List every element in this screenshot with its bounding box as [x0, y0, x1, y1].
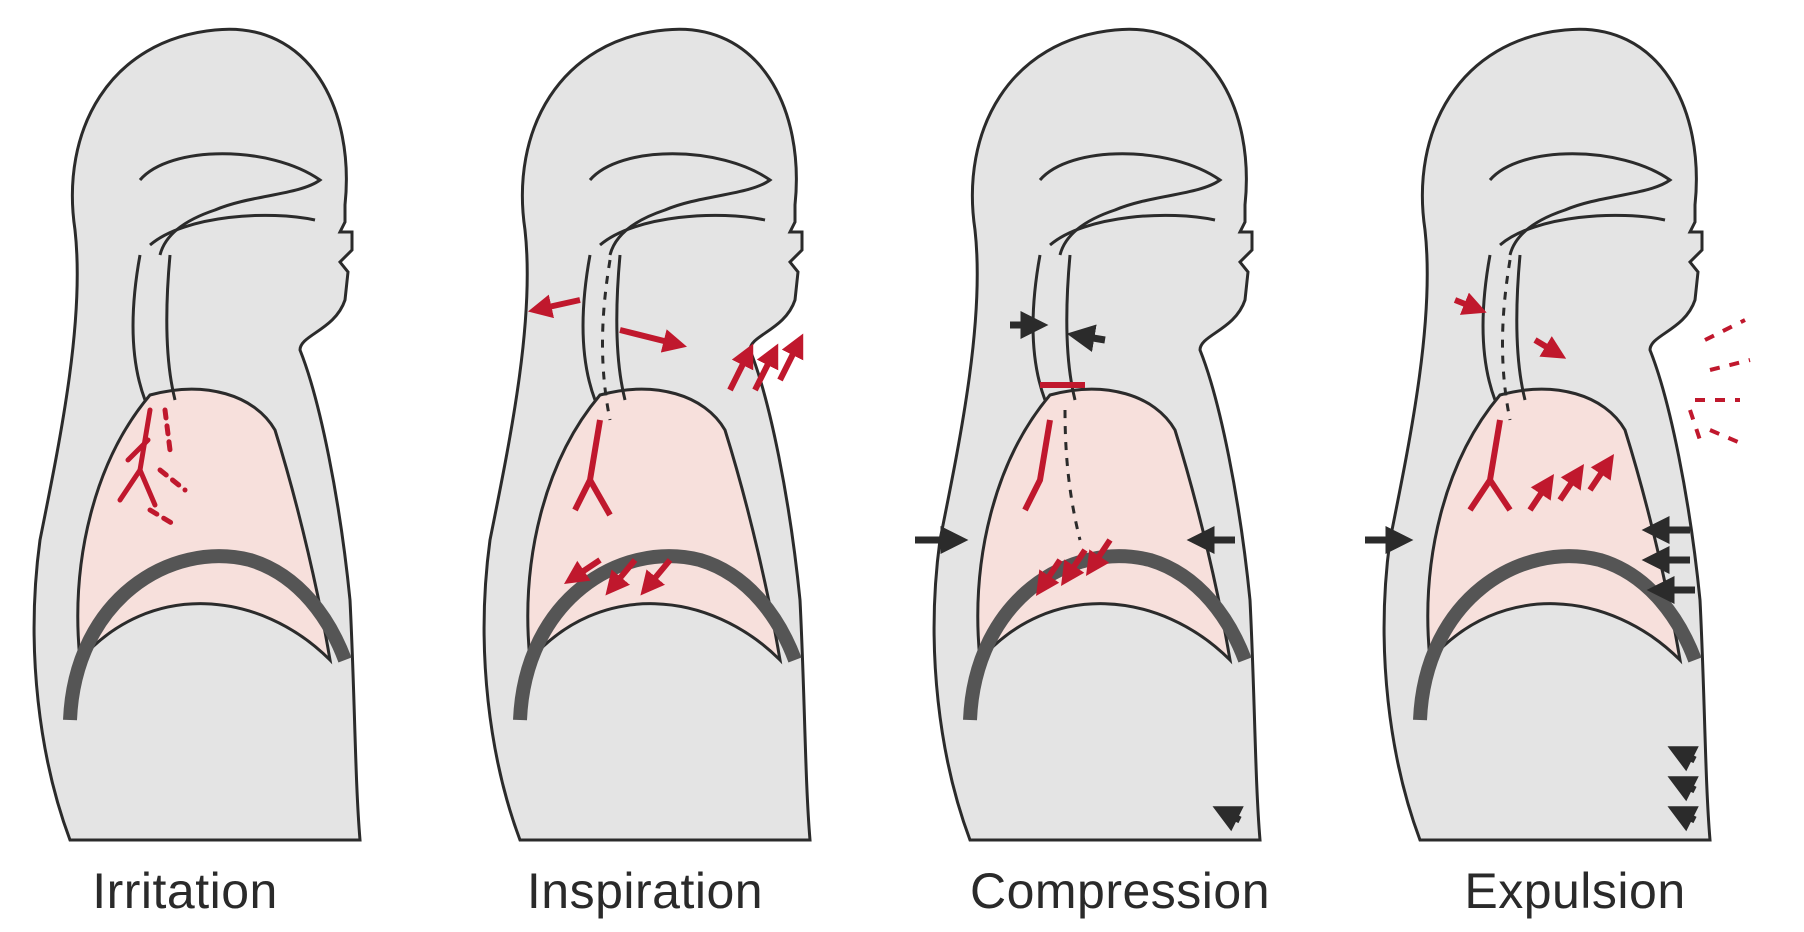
- panel-compression: [915, 29, 1260, 840]
- label-compression: Compression: [910, 862, 1330, 920]
- panel-expulsion: [1365, 29, 1750, 840]
- label-irritation: Irritation: [0, 862, 395, 920]
- droplets: [1690, 320, 1750, 445]
- panel-irritation: [34, 29, 360, 840]
- label-expulsion: Expulsion: [1365, 862, 1785, 920]
- label-inspiration: Inspiration: [435, 862, 855, 920]
- panel-inspiration: [484, 29, 810, 840]
